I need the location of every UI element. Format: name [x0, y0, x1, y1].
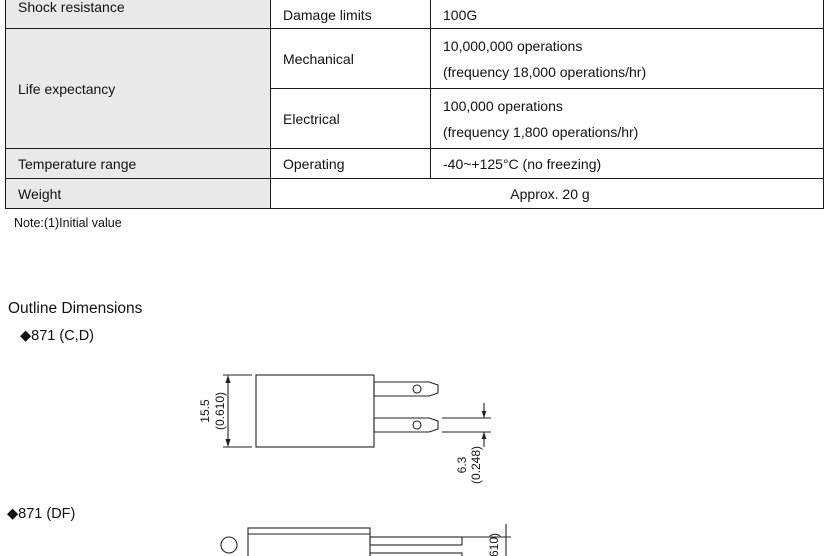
variant-label-871-df: ◆871 (DF) — [7, 506, 76, 522]
dim-height-in: (0.610) — [213, 392, 227, 430]
variant-label-871-cd: ◆871 (C,D) — [20, 328, 95, 344]
relay-body-outline — [223, 374, 491, 448]
table-row-temperature: Temperature range Operating -40~+125°C (… — [5, 148, 824, 179]
spec-table: Shock resistance Damage limits 100G Life… — [5, 0, 824, 209]
electrical-line1: 100,000 operations — [443, 97, 563, 114]
row-value-shock: 100G — [430, 0, 824, 29]
table-row-life-mechanical: Life expectancy Mechanical 10,000,000 op… — [5, 28, 824, 149]
row-sublabel-electrical: Electrical — [270, 88, 431, 149]
electrical-line2: (frequency 1,800 operations/hr) — [443, 123, 639, 140]
table-row-life-electrical: Electrical 100,000 operations (frequency… — [6, 88, 824, 149]
table-row-shock: Shock resistance Damage limits 100G — [5, 0, 824, 29]
dim-df-partial: (0.610) — [487, 533, 501, 556]
row-label-life-expectancy: Life expectancy — [5, 28, 271, 149]
relay-df-outline — [220, 524, 511, 556]
mechanical-line1: 10,000,000 operations — [443, 37, 583, 54]
dimension-arrows — [225, 375, 487, 447]
outline-drawing-871-df: (0.610) — [220, 524, 511, 556]
dim-height-mm: 15.5 — [198, 399, 212, 423]
row-sublabel-mechanical: Mechanical — [270, 28, 431, 89]
row-sublabel-operating: Operating — [270, 148, 431, 179]
dim-offset-mm: 6.3 — [455, 456, 469, 473]
row-value-temperature: -40~+125°C (no freezing) — [430, 148, 824, 179]
mechanical-line2: (frequency 18,000 operations/hr) — [443, 63, 647, 80]
row-value-weight: Approx. 20 g — [270, 178, 824, 209]
row-label-weight: Weight — [5, 178, 271, 209]
outline-dimensions-title: Outline Dimensions — [8, 300, 143, 317]
outline-drawing-871-cd: 15.5 (0.610) 6.3 (0.248) — [198, 374, 491, 484]
table-row-weight: Weight Approx. 20 g — [5, 178, 824, 209]
dim-offset-in: (0.248) — [469, 446, 483, 484]
row-label-temperature: Temperature range — [5, 148, 271, 179]
row-value-mechanical: 10,000,000 operations (frequency 18,000 … — [430, 28, 824, 89]
footnote: Note:(1)Initial value — [14, 216, 122, 230]
row-value-electrical: 100,000 operations (frequency 1,800 oper… — [430, 88, 824, 149]
row-label-shock: Shock resistance — [5, 0, 271, 29]
row-sublabel-damage-limits: Damage limits — [270, 0, 431, 29]
